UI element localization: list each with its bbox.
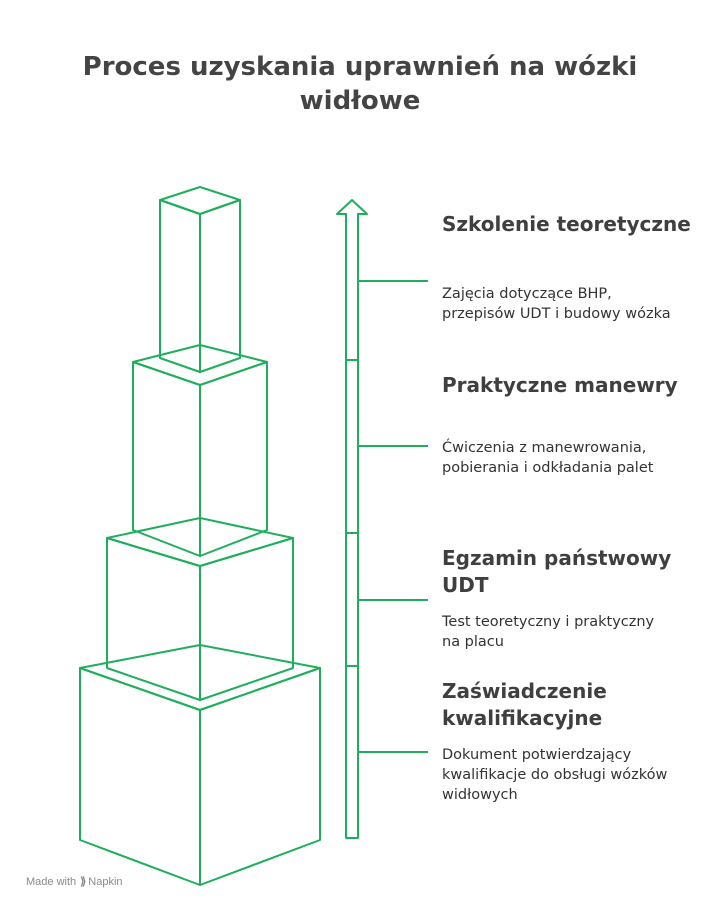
block-1	[159, 186, 241, 373]
block-3	[106, 517, 294, 701]
napkin-logo-icon: ⟫	[80, 876, 87, 888]
step-1-title: Szkolenie teoretyczne	[442, 212, 691, 236]
block-4	[79, 644, 321, 886]
step-2-title: Praktyczne manewry	[442, 373, 678, 397]
step-3-title: Egzamin państwowy UDT	[442, 546, 672, 597]
step-1-description: Zajęcia dotyczące BHP, przepisów UDT i b…	[442, 286, 671, 322]
step-3-description: Test teoretyczny i praktyczny na placu	[442, 614, 655, 650]
made-with-label: Made with	[26, 876, 77, 888]
step-4-title: Zaświadczenie kwalifikacyjne	[442, 679, 607, 730]
diagram-title: Proces uzyskania uprawnień na wózki widł…	[82, 52, 638, 116]
step-connectors	[358, 280, 428, 753]
napkin-brand-label: Napkin	[88, 876, 123, 888]
block-2	[132, 344, 268, 557]
step-2-description: Ćwiczenia z manewrowania, pobierania i o…	[442, 440, 654, 476]
step-4-description: Dokument potwierdzający kwalifikacje do …	[442, 747, 668, 803]
progress-arrow	[336, 199, 368, 839]
made-with-napkin-footer[interactable]: Made with⟫Napkin	[26, 875, 123, 888]
